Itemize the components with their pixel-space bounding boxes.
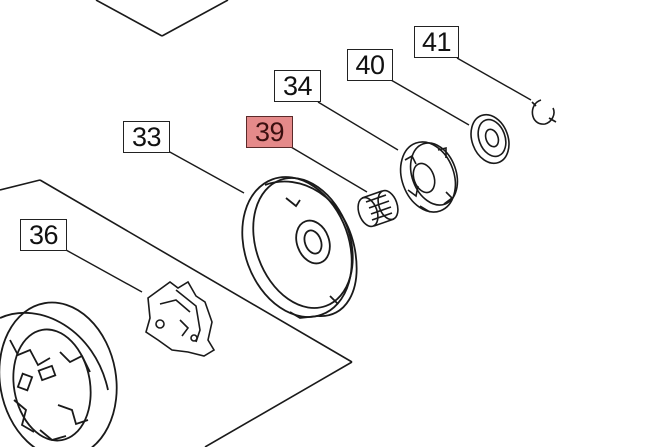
part-36-housing [0,301,118,447]
top-frame-lines [95,0,229,37]
part-40-washer [470,113,510,165]
callout-34[interactable]: 34 [274,70,321,102]
callout-41[interactable]: 41 [414,26,459,58]
part-39-needle-bearing [357,189,399,228]
part-33-clutch-drum [241,176,358,319]
callout-39-highlighted[interactable]: 39 [246,116,293,148]
housing-panel [0,179,353,447]
part-41-e-clip [531,99,557,125]
callout-33[interactable]: 33 [123,121,170,153]
part-36-clutch-shoe [145,280,216,357]
part-34-sprocket [399,141,459,213]
leader-lines [65,57,532,293]
callout-36[interactable]: 36 [20,219,67,251]
callout-40[interactable]: 40 [347,49,393,81]
